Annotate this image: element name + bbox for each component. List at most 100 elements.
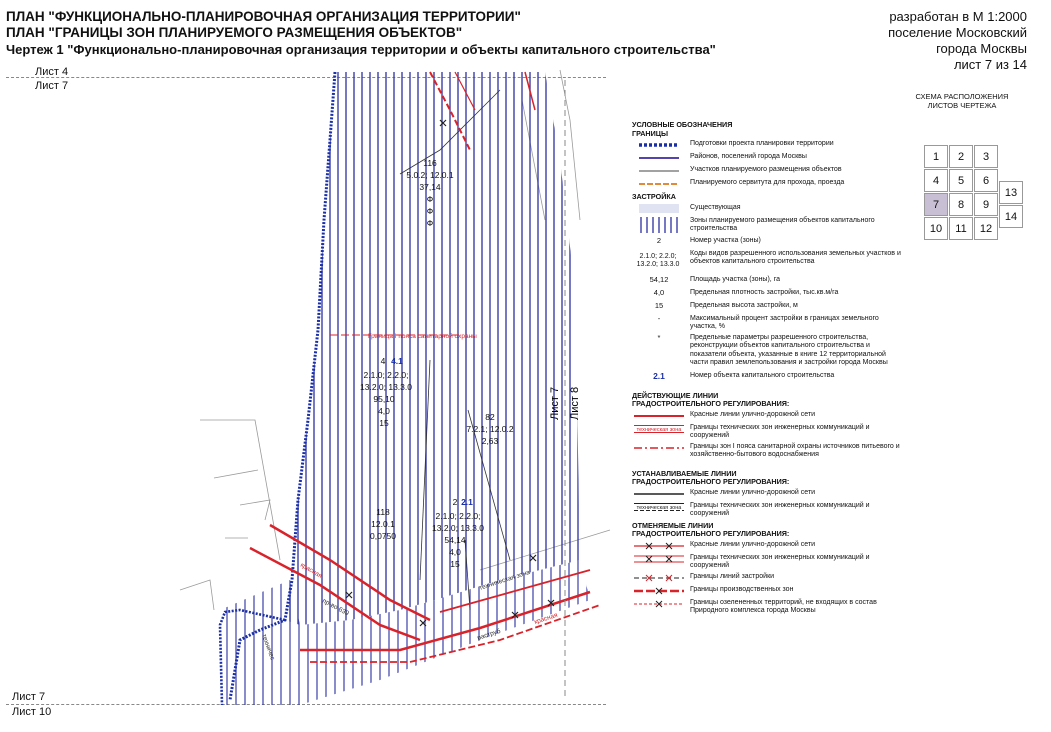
label-zone-116-codes: 5.0.2; 12.0.1	[406, 170, 454, 180]
legend-district-boundary: Районов, поселений города Москвы	[639, 153, 807, 160]
legend-active-sanitary: Границы зон I пояса санитарной охраны ис…	[634, 442, 900, 458]
label-zone-4-density: 4,0	[378, 406, 390, 416]
scheme-cell-12[interactable]: 12	[974, 217, 998, 240]
scheme-cell-10[interactable]: 10	[924, 217, 948, 240]
scheme-cell-8[interactable]: 8	[949, 193, 973, 216]
scheme-cell-6[interactable]: 6	[974, 169, 998, 192]
sheet-scheme: СХЕМА РАСПОЛОЖЕНИЯ ЛИСТОВ ЧЕРТЕЖА 1 2 3 …	[897, 92, 1027, 240]
legend-cancel-building: Границы линий застройки	[632, 573, 902, 584]
page-number: лист 7 из 14	[953, 57, 1027, 72]
scheme-cell-7-active[interactable]: 7	[924, 193, 948, 216]
label-zone-82-num: 82	[485, 412, 495, 422]
legend-cancel-industrial: Границы производственных зон	[632, 586, 902, 597]
label-zone-2-height: 15	[450, 559, 460, 569]
title-line-2: ПЛАН "ГРАНИЦЫ ЗОН ПЛАНИРУЕМОГО РАЗМЕЩЕНИ…	[6, 25, 463, 40]
legend-star: *Предельные параметры разрешенного строи…	[657, 333, 888, 367]
svg-text:техническая зона: техническая зона	[637, 427, 683, 433]
scheme-cell-4[interactable]: 4	[924, 169, 948, 192]
label-zone-4-area: 95,10	[373, 394, 395, 404]
sheet-label-right-b: Лист 8	[569, 387, 581, 420]
settlement-text: поселение Московский	[888, 25, 1027, 40]
cancelled-marks	[345, 119, 555, 627]
label-zone-2-codes2: 13.2.0; 13.3.0	[432, 523, 484, 533]
label-zone-2-density: 4,0	[449, 547, 461, 557]
planned-zone-main	[285, 72, 580, 625]
label-zone-4-codes1: 2.1.0; 2.2.0;	[364, 370, 409, 380]
scheme-cell-1[interactable]: 1	[924, 145, 948, 168]
label-zone-2-area: 54,14	[444, 535, 466, 545]
legend-percent: -Максимальный процент застройки в границ…	[657, 314, 879, 331]
sheet-label-top-upper: Лист 4	[35, 66, 69, 78]
scale-text: разработан в М 1:2000	[889, 9, 1027, 24]
scheme-cell-9[interactable]: 9	[974, 193, 998, 216]
legend-set-red: Красные линии улично-дорожной сети	[634, 488, 816, 496]
scheme-cell-3[interactable]: 3	[974, 145, 998, 168]
scheme-cell-14[interactable]: 14	[999, 205, 1023, 228]
sheet-label-bottom-upper: Лист 7	[12, 691, 46, 703]
city-text: города Москвы	[936, 41, 1027, 56]
label-zone-118-codes: 12.0.1	[371, 519, 395, 529]
label-zone-2-num: 2	[453, 497, 458, 507]
legend-heading-active: ДЕЙСТВУЮЩИЕ ЛИНИИ ГРАДОСТРОИТЕЛЬНОГО РЕГ…	[632, 390, 790, 408]
scheme-cell-13[interactable]: 13	[999, 181, 1023, 204]
project-boundary	[228, 71, 337, 701]
label-zone-82-codes: 7.2.1; 12.0.2	[466, 424, 514, 434]
title-line-1: ПЛАН "ФУНКЦИОНАЛЬНО-ПЛАНИРОВОЧНАЯ ОРГАНИ…	[6, 9, 521, 24]
scheme-title-2: ЛИСТОВ ЧЕРТЕЖА	[927, 101, 997, 110]
red-lines	[249, 71, 601, 663]
label-zone-116-num: 116	[423, 158, 437, 168]
label-zone-4-height: 15	[379, 418, 389, 428]
sheet-label-bottom-lower: Лист 10	[12, 706, 52, 718]
legend-planned-zone: Зоны планируемого размещения объектов ка…	[632, 216, 902, 235]
legend-project-boundary: Подготовки проекта планировки территории	[639, 140, 834, 147]
label-zone-82-area: 2,63	[482, 436, 499, 446]
zone-internal-lines	[399, 89, 511, 611]
legend-servitude: Планируемого сервитута для прохода, прое…	[639, 179, 845, 186]
scheme-title-1: СХЕМА РАСПОЛОЖЕНИЯ	[915, 92, 1009, 101]
label-object-4-1: 4.1	[391, 356, 403, 366]
scheme-grid: 1 2 3 4 5 6 7 8 9 10 11 12 13 14	[897, 115, 1027, 240]
legend-cancel-red: Красные линии улично-дорожной сети	[632, 541, 902, 552]
drawing-title: Чертеж 1 "Функционально-планировочная ор…	[6, 42, 716, 57]
label-zone-116-f3: Ф	[427, 218, 433, 228]
label-zone-2-codes1: 2.1.0; 2.2.0;	[436, 511, 481, 521]
label-zone-116-f1: Ф	[427, 194, 433, 204]
scheme-cell-5[interactable]: 5	[949, 169, 973, 192]
legend-heading-build: ЗАСТРОЙКА	[632, 192, 676, 201]
map-canvas: 116 5.0.2; 12.0.1 37,14 Ф Ф Ф 4 4.1 2.1.…	[179, 69, 611, 706]
legend-cancel-tech: Границы технических зон инженерных комму…	[632, 554, 902, 571]
legend-heading-set: УСТАНАВЛИВАЕМЫЕ ЛИНИИ ГРАДОСТРОИТЕЛЬНОГО…	[632, 468, 790, 486]
label-object-2-1: 2.1	[461, 497, 473, 507]
legend-heading-cancel: ОТМЕНЯЕМЫЕ ЛИНИИ ГРАДОСТРОИТЕЛЬНОГО РЕГУ…	[632, 520, 790, 538]
legend-existing: Существующая	[632, 204, 902, 215]
label-zone-118-area: 0,0750	[370, 531, 396, 541]
sheet-label-top-lower: Лист 7	[35, 80, 69, 92]
legend-cancel-green: Границы озелененных территорий, не входя…	[632, 599, 902, 623]
bottom-sheet-boundary	[6, 704, 606, 705]
label-zone-118-num: 118	[376, 507, 390, 517]
legend-plot-boundary: Участков планируемого размещения объекто…	[639, 166, 842, 173]
sheet-label-right-a: Лист 7	[549, 387, 561, 420]
label-zone-4-num: 4	[381, 356, 386, 366]
label-sanitary: Граница I пояса санитарной охраны	[368, 332, 477, 340]
legend-active-red: Красные линии улично-дорожной сети	[634, 410, 816, 418]
label-zone-116-f2: Ф	[427, 206, 433, 216]
header-info: разработан в М 1:2000 поселение Московск…	[888, 9, 1027, 73]
scheme-cell-2[interactable]: 2	[949, 145, 973, 168]
project-boundary-left	[218, 608, 286, 706]
svg-text:техническая зона: техническая зона	[637, 505, 683, 511]
top-sheet-boundary	[6, 77, 606, 78]
scheme-cell-11[interactable]: 11	[949, 217, 973, 240]
legend: УСЛОВНЫЕ ОБОЗНАЧЕНИЯ ГРАНИЦЫ Подготовки …	[632, 118, 902, 625]
legend-heading-borders: УСЛОВНЫЕ ОБОЗНАЧЕНИЯ ГРАНИЦЫ	[632, 120, 733, 138]
zone-labels: 116 5.0.2; 12.0.1 37,14 Ф Ф Ф 4 4.1 2.1.…	[360, 158, 514, 569]
label-zone-4-codes2: 13.2.0; 13.3.0	[360, 382, 412, 392]
